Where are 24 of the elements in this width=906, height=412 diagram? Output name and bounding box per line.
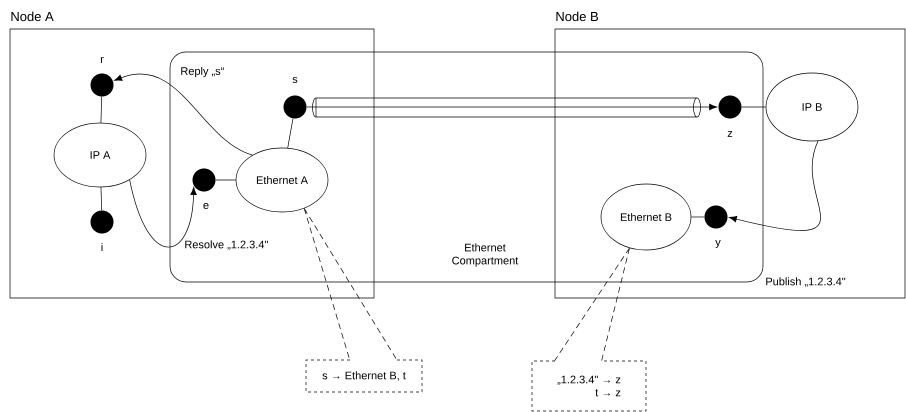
edge-label: Reply „s“ (179, 66, 226, 78)
port-label: y (715, 240, 721, 248)
edge-label: Resolve „1.2.3.4" (183, 239, 270, 251)
port-label: s (292, 77, 298, 83)
arrow (306, 104, 718, 110)
connector-line (691, 216, 704, 218)
leader-line (554, 248, 630, 361)
port-label: r (100, 57, 104, 63)
arrow (114, 74, 253, 156)
arrow (129, 180, 197, 248)
callout-box: „1.2.3.4" → z t → z (532, 360, 646, 412)
connector-line (742, 106, 766, 108)
arrow (728, 140, 821, 231)
port-label: z (728, 131, 732, 137)
node-label: Node B (556, 12, 598, 22)
connector-line (100, 186, 102, 210)
compartment-label: Ethernet Compartment (452, 243, 518, 267)
connector-line (100, 96, 102, 123)
callout-box: s → Ethernet B, t (306, 360, 422, 392)
node-label: Node A (11, 12, 54, 22)
leader-line (304, 208, 397, 360)
port-label: e (203, 202, 209, 209)
connector-line (287, 118, 294, 148)
edge-label: Publish „1.2.3.4" (764, 276, 847, 288)
